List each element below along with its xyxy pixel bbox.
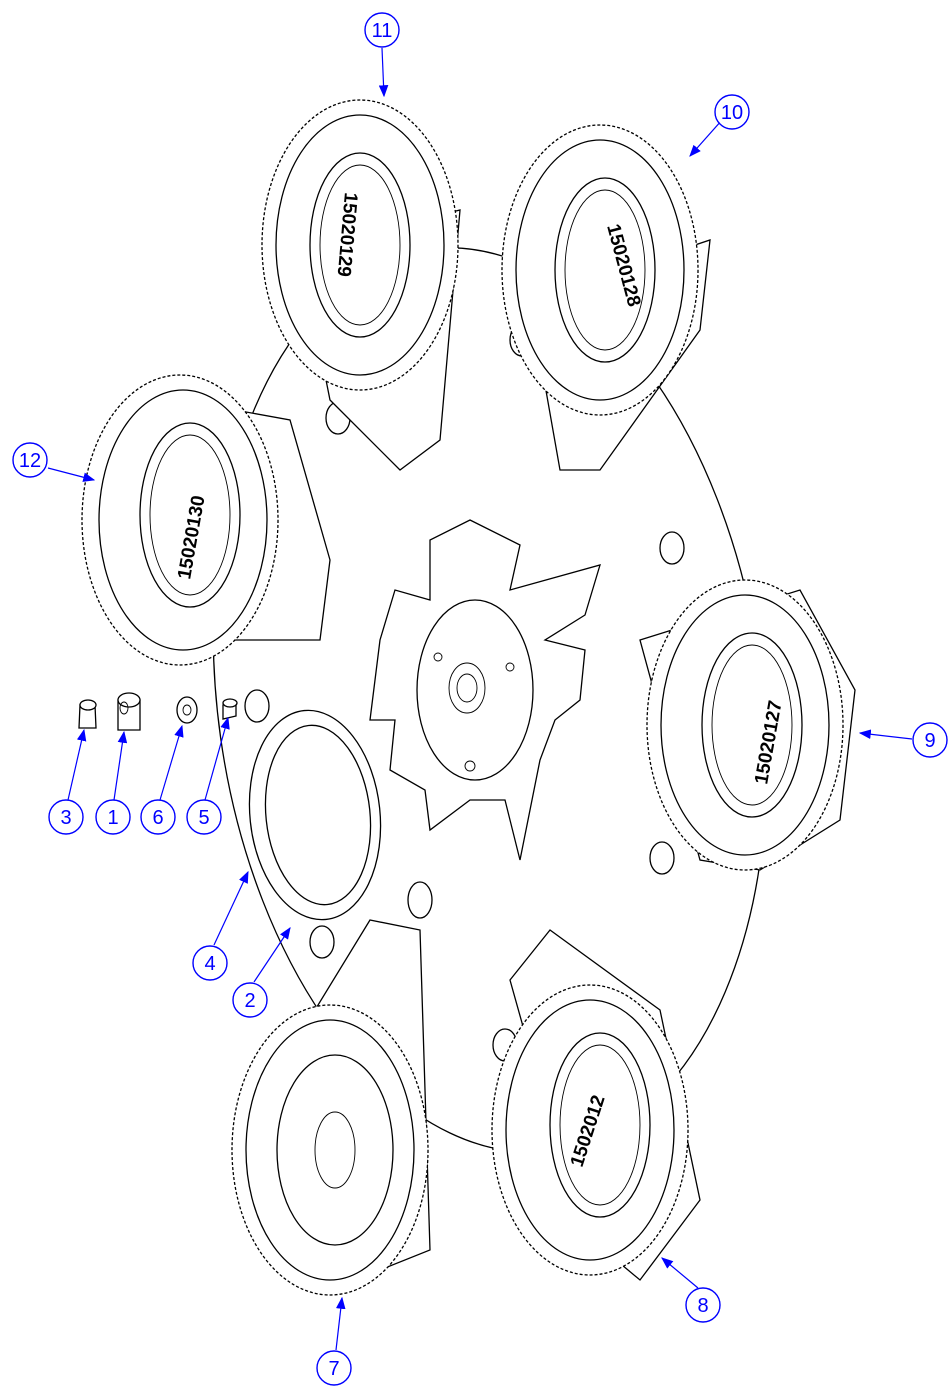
gobo-holder-8: 1502012 bbox=[491, 929, 701, 1281]
balloon-6: 6 bbox=[140, 799, 176, 835]
balloon-10: 10 bbox=[714, 94, 750, 130]
svg-text:10: 10 bbox=[721, 102, 743, 124]
balloon-7: 7 bbox=[316, 1350, 352, 1386]
gobo-holder-12: 15020130 bbox=[81, 374, 331, 666]
svg-text:8: 8 bbox=[697, 1295, 708, 1317]
center-star-hub bbox=[369, 519, 601, 861]
open-aperture-ring bbox=[248, 709, 382, 921]
gobo-holder-11: 15020129 bbox=[261, 99, 461, 471]
gobo-holder-7 bbox=[231, 919, 431, 1296]
balloon-2: 2 bbox=[232, 982, 268, 1018]
balloon-5: 5 bbox=[186, 799, 222, 835]
balloon-1: 1 bbox=[95, 799, 131, 835]
svg-text:7: 7 bbox=[328, 1358, 339, 1380]
svg-text:9: 9 bbox=[924, 730, 935, 752]
gobo-holder-9: 15020127 bbox=[639, 579, 856, 871]
svg-text:11: 11 bbox=[372, 20, 393, 42]
balloon-4: 4 bbox=[192, 945, 228, 981]
balloon-12: 12 bbox=[12, 442, 48, 478]
balloon-11: 11 bbox=[364, 12, 400, 48]
svg-text:2: 2 bbox=[244, 990, 255, 1012]
leader-lines bbox=[47, 47, 913, 1351]
hardware-parts bbox=[78, 692, 238, 731]
svg-text:6: 6 bbox=[152, 807, 163, 829]
svg-text:12: 12 bbox=[19, 450, 41, 472]
svg-text:4: 4 bbox=[204, 953, 215, 975]
balloon-8: 8 bbox=[685, 1287, 721, 1323]
svg-text:5: 5 bbox=[198, 807, 209, 829]
balloon-9: 9 bbox=[912, 722, 948, 758]
svg-text:3: 3 bbox=[60, 807, 71, 829]
svg-text:1: 1 bbox=[107, 807, 118, 829]
gobo-holder-10: 15020128 bbox=[501, 124, 711, 471]
balloon-3: 3 bbox=[48, 799, 84, 835]
